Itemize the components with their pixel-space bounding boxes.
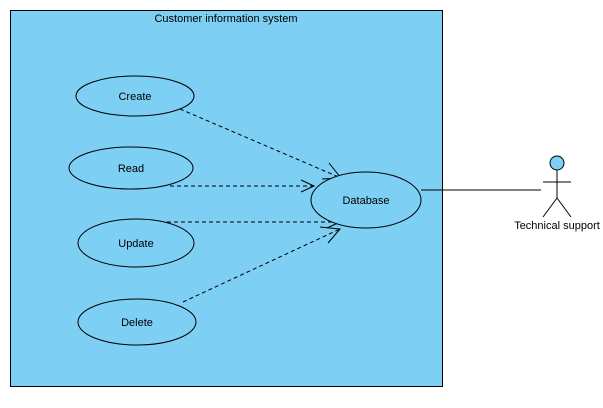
use-case-update-ellipse[interactable] (77, 218, 195, 268)
arrowhead-delete (319, 226, 342, 244)
use-case-database-label: Database (342, 195, 389, 207)
dependency-delete-database (182, 228, 341, 303)
use-case-create[interactable]: Create (75, 75, 195, 117)
actor-right-leg (556, 197, 572, 218)
use-case-delete-label: Delete (121, 317, 153, 329)
actor-technical-support[interactable]: Technical support (514, 155, 600, 232)
use-case-read-label: Read (118, 163, 144, 175)
arrowhead-read (300, 179, 316, 193)
system-title: Customer information system (154, 13, 297, 25)
dependencies (160, 108, 342, 303)
use-case-database-ellipse[interactable] (310, 171, 422, 229)
use-case-delete[interactable]: Delete (77, 298, 197, 346)
actor-head (549, 155, 565, 171)
actor-left-leg (542, 197, 558, 218)
use-case-update[interactable]: Update (77, 218, 195, 268)
use-case-read[interactable]: Read (68, 146, 194, 190)
use-case-read-ellipse[interactable] (68, 146, 194, 190)
actor-label: Technical support (514, 220, 600, 232)
use-case-delete-ellipse[interactable] (77, 298, 197, 346)
use-case-create-ellipse[interactable] (75, 75, 195, 117)
use-case-database[interactable]: Database (310, 171, 422, 229)
use-case-create-label: Create (118, 91, 151, 103)
dependency-create-database (179, 108, 342, 179)
use-case-update-label: Update (118, 238, 153, 250)
